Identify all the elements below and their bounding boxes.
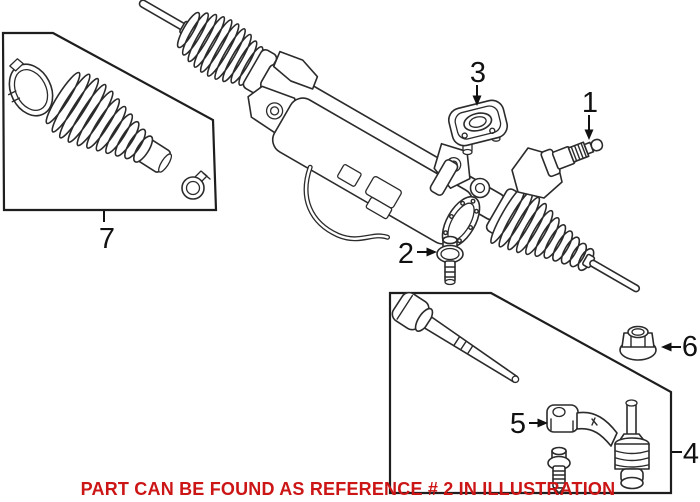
callout-3-arrowhead — [472, 95, 482, 106]
callout-2-arrowhead — [426, 247, 437, 257]
input-shaft — [540, 138, 604, 178]
callout-5: 5 — [510, 408, 548, 440]
callout-1-label: 1 — [582, 87, 598, 119]
pinion-collar — [429, 159, 459, 196]
input-shaft-tip — [590, 138, 604, 152]
tie-rod-clamp-bracket — [546, 404, 579, 433]
callout-7-label: 7 — [99, 223, 115, 255]
callout-5-label: 5 — [510, 408, 526, 440]
motor-connector-3 — [365, 196, 393, 220]
callout-4-label: 4 — [683, 438, 699, 470]
outer-tie-rod-end — [576, 399, 650, 490]
left-tie-rod-shaft — [138, 0, 187, 31]
mount-bolt-item2 — [436, 235, 464, 286]
callout-6: 6 — [661, 331, 698, 363]
steering-rack-assembly — [138, 0, 641, 293]
boot-crimp-clamp — [181, 170, 211, 200]
right-tie-rod-shaft — [589, 259, 641, 293]
flange-lock-nut — [619, 325, 657, 361]
callout-1: 1 — [582, 87, 598, 140]
boot-kit-box-group — [1, 31, 218, 212]
callout-3-label: 3 — [470, 57, 486, 89]
mount-plate — [447, 99, 509, 147]
left-bellows — [176, 11, 264, 86]
inner-tie-rod — [391, 291, 520, 384]
motor-connector-1 — [337, 163, 362, 187]
callout-4: 4 — [672, 438, 699, 470]
tube-top-bracket — [272, 50, 319, 90]
rack-mount-bushing — [447, 99, 509, 156]
callout-3: 3 — [470, 57, 486, 106]
tie-rod-bracket-bolt — [547, 446, 571, 494]
reference-note-text: PART CAN BE FOUND AS REFERENCE # 2 IN IL… — [81, 479, 616, 499]
callout-1-arrowhead — [584, 129, 594, 140]
callout-5-arrowhead — [537, 418, 548, 428]
ball-joint-housing — [614, 443, 650, 470]
callout-2: 2 — [398, 238, 437, 270]
callout-6-arrowhead — [661, 342, 672, 352]
tie-rod-assembly-box-group — [388, 291, 673, 495]
callout-7: 7 — [99, 211, 115, 255]
callout-2-label: 2 — [398, 238, 414, 270]
mount-ear-left-hole — [265, 102, 284, 120]
callout-6-label: 6 — [682, 331, 698, 363]
rack-axis-group — [138, 0, 641, 293]
boot-clamp-ring — [7, 58, 54, 117]
steering-bellows-boot — [45, 71, 173, 173]
